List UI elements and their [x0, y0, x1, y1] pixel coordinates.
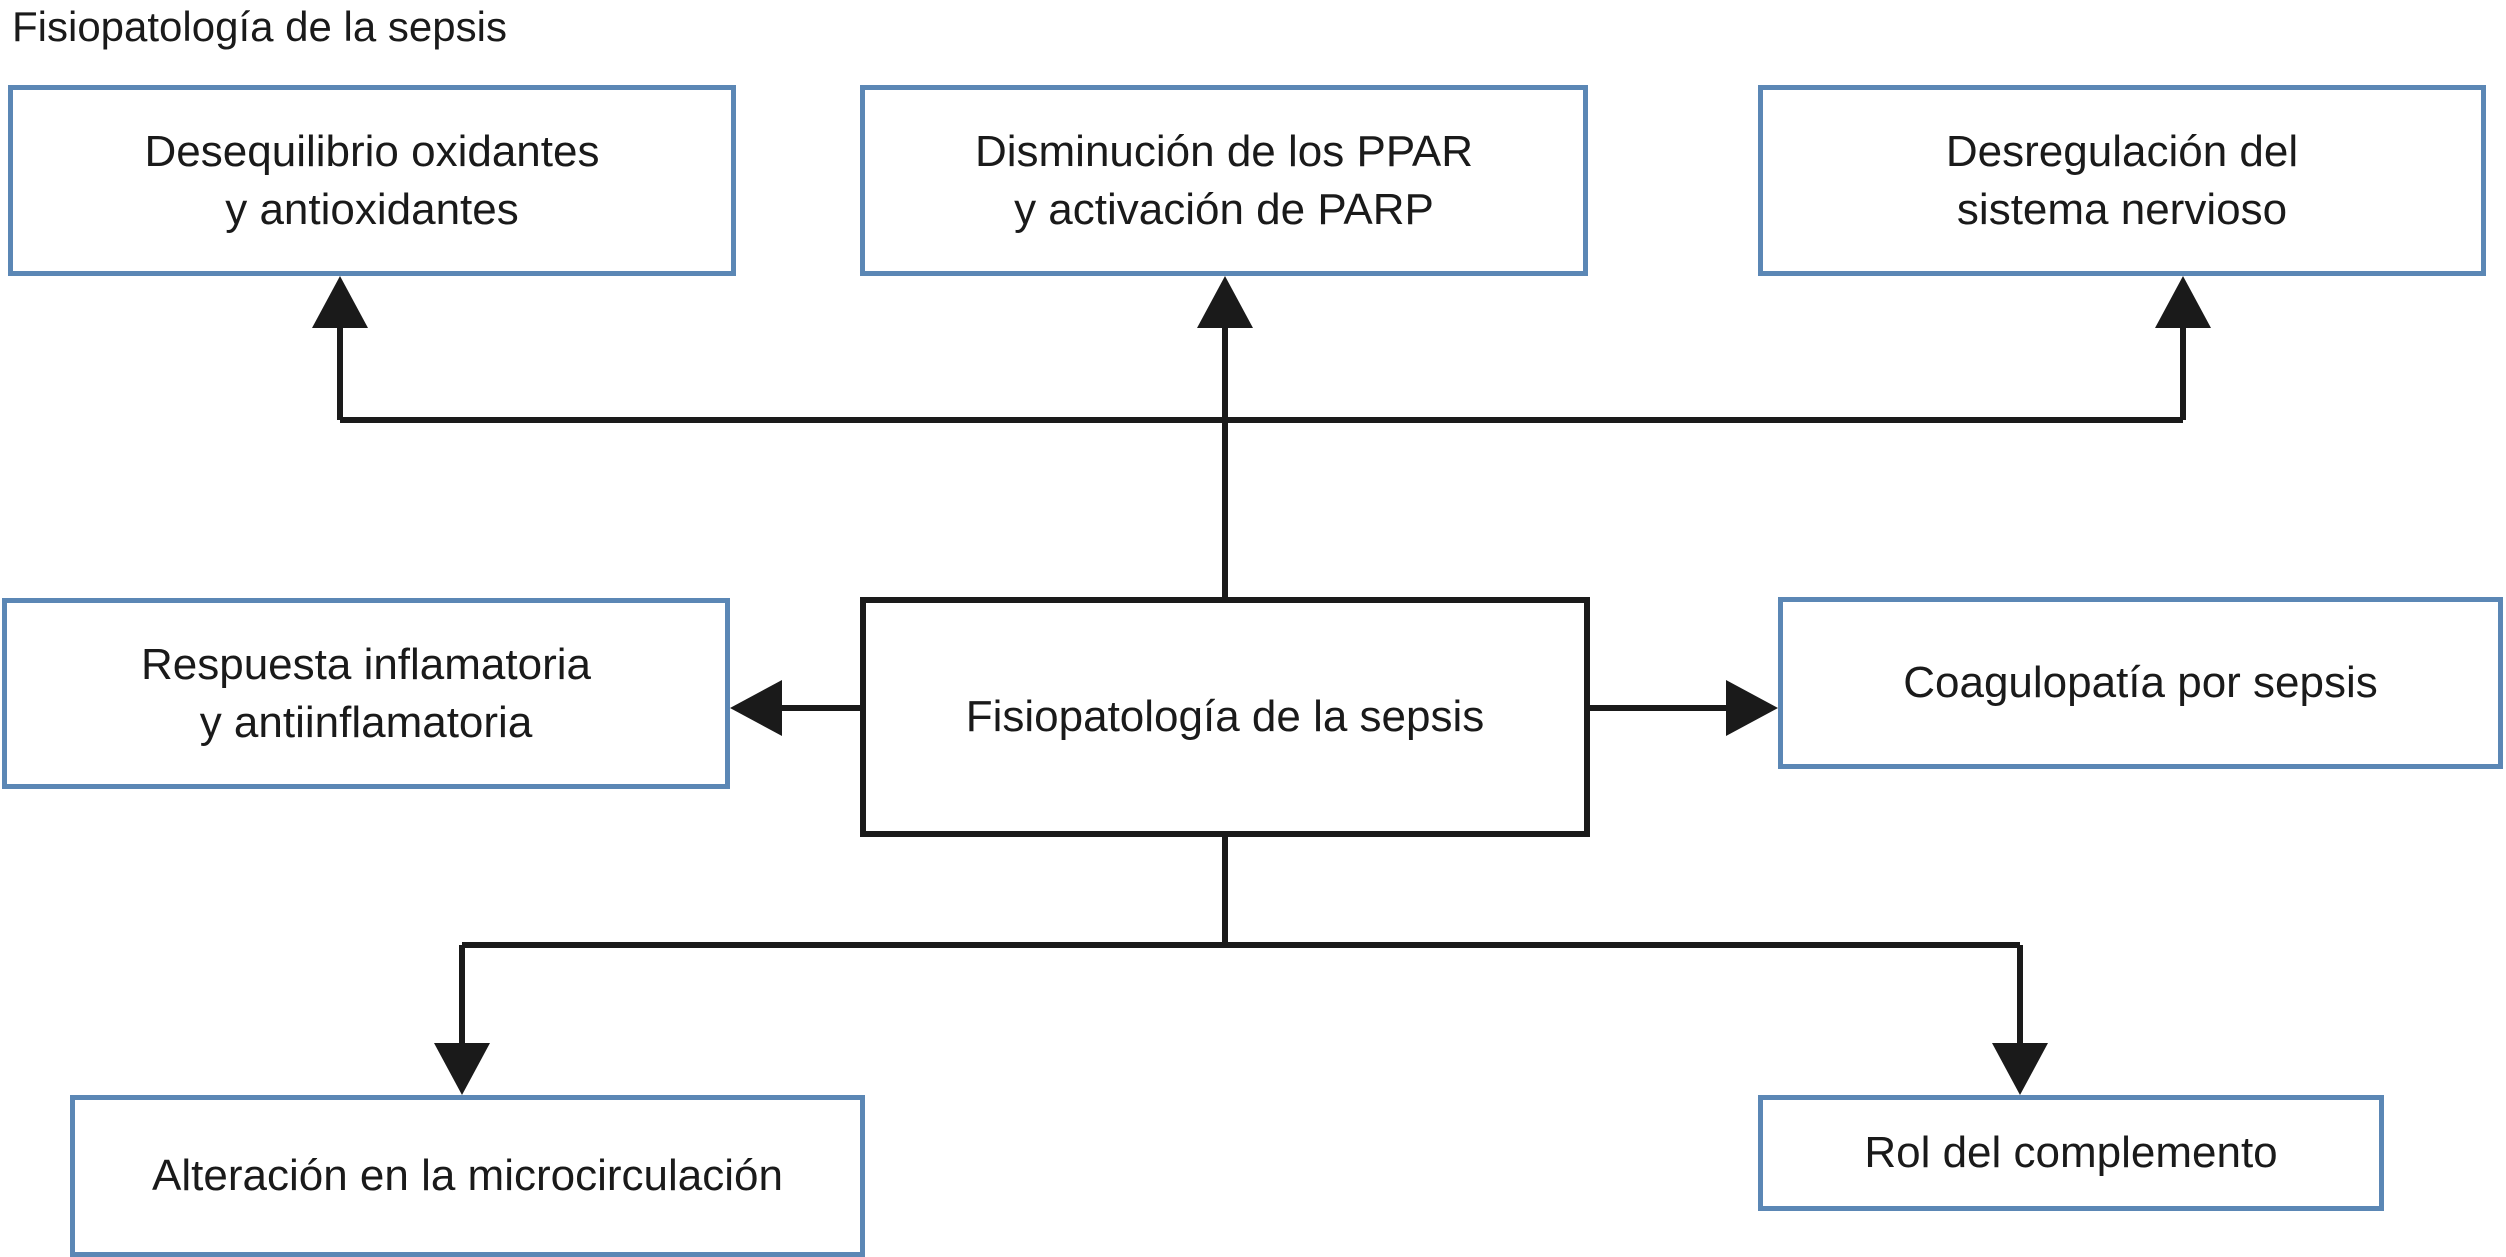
- node-complement-role: Rol del complemento: [1758, 1095, 2384, 1211]
- node-nervous-system-dysregulation: Desregulación del sistema nervioso: [1758, 85, 2486, 276]
- node-sepsis-coagulopathy: Coagulopatía por sepsis: [1778, 597, 2503, 769]
- node-oxidant-imbalance: Desequilibrio oxidantes y antioxidantes: [8, 85, 736, 276]
- arrowhead-middle-left: [730, 680, 782, 736]
- node-label: Respuesta inflamatoria y antiinflamatori…: [140, 639, 591, 747]
- figure-title: Fisiopatología de la sepsis: [12, 3, 507, 50]
- node-label: Coagulopatía por sepsis: [1903, 658, 2378, 707]
- node-label: Rol del complemento: [1864, 1128, 2278, 1177]
- node-inflammatory-response: Respuesta inflamatoria y antiinflamatori…: [2, 598, 730, 789]
- arrowhead-bottom-left: [434, 1043, 490, 1095]
- node-sepsis-pathophysiology-center: Fisiopatología de la sepsis: [860, 597, 1590, 837]
- node-label: Desregulación del sistema nervioso: [1945, 126, 2299, 234]
- node-label: Alteración en la microcirculación: [152, 1151, 783, 1200]
- arrowhead-top-left: [312, 276, 368, 328]
- arrowhead-bottom-right: [1992, 1043, 2048, 1095]
- arrowhead-middle-right: [1726, 680, 1778, 736]
- arrowhead-top-right: [2155, 276, 2211, 328]
- node-label: Desequilibrio oxidantes y antioxidantes: [144, 126, 600, 234]
- node-label: Fisiopatología de la sepsis: [965, 692, 1485, 741]
- node-microcirculation-alteration: Alteración en la microcirculación: [70, 1095, 865, 1257]
- node-label: Disminución de los PPAR y activación de …: [974, 126, 1474, 234]
- node-ppar-parp: Disminución de los PPAR y activación de …: [860, 85, 1588, 276]
- arrowhead-top-middle: [1197, 276, 1253, 328]
